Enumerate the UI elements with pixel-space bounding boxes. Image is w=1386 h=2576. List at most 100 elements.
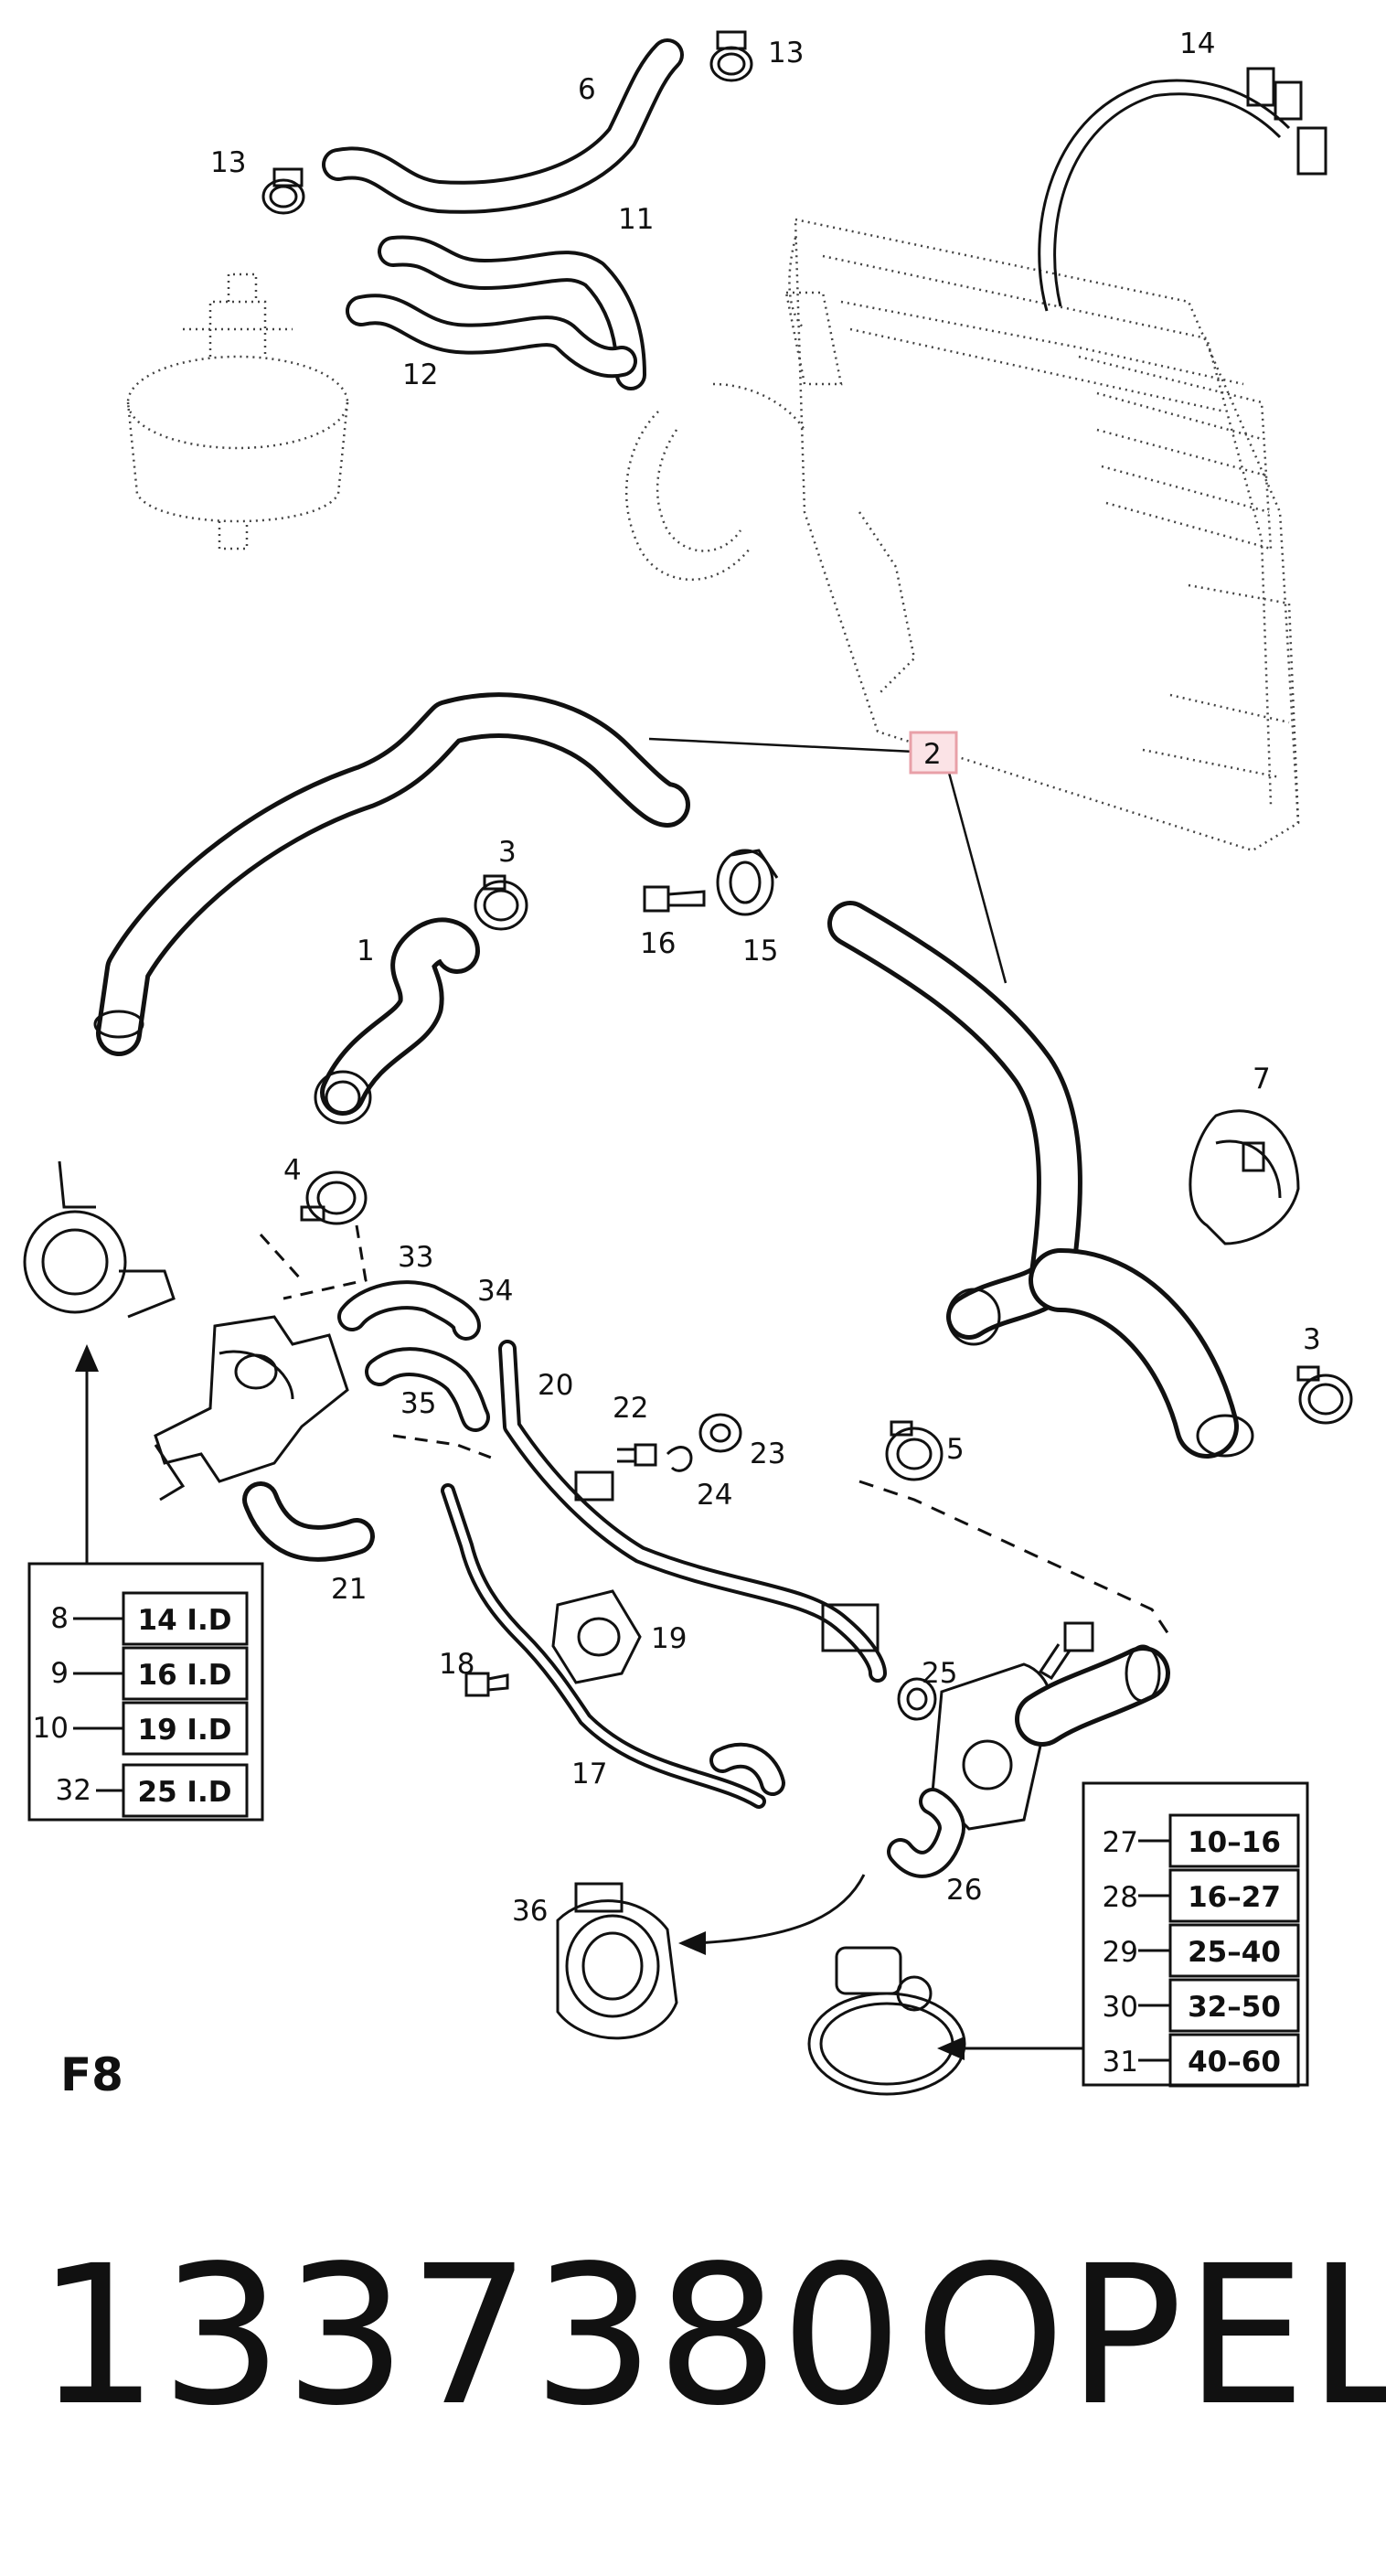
dash-line-5 bbox=[858, 1480, 1172, 1638]
callout-18: 18 bbox=[439, 1648, 474, 1681]
bolt-16 bbox=[643, 885, 706, 913]
figure-code: F8 bbox=[60, 2048, 123, 2101]
arrow-clamp-36 bbox=[678, 1874, 866, 1955]
callout-33: 33 bbox=[398, 1241, 433, 1274]
clip-24 bbox=[666, 1446, 693, 1472]
hose-clamp-13-left bbox=[261, 167, 305, 215]
left-size-table: 8 14 I.D 9 16 I.D 10 19 I.D 32 25 I.D bbox=[27, 1562, 264, 1822]
hose-clamp-36 bbox=[556, 1882, 678, 2040]
svg-text:16–27: 16–27 bbox=[1188, 1881, 1281, 1914]
callout-2-leaders bbox=[648, 737, 1008, 984]
svg-text:19 I.D: 19 I.D bbox=[138, 1714, 232, 1747]
callout-25: 25 bbox=[922, 1657, 957, 1690]
callout-13-left: 13 bbox=[210, 146, 246, 179]
svg-text:28: 28 bbox=[1103, 1881, 1138, 1914]
svg-text:30: 30 bbox=[1103, 1991, 1138, 2024]
hose-35 bbox=[365, 1347, 490, 1432]
radiator-hose-2-upper bbox=[93, 692, 690, 1056]
callout-2: 2 bbox=[923, 738, 942, 771]
radiator-hose-2-lower bbox=[827, 901, 1254, 1459]
svg-text:25–40: 25–40 bbox=[1188, 1936, 1281, 1969]
callout-20: 20 bbox=[538, 1369, 573, 1402]
svg-text:29: 29 bbox=[1103, 1936, 1138, 1969]
svg-text:8: 8 bbox=[50, 1602, 69, 1635]
hose-12 bbox=[346, 294, 637, 379]
hose-clamp-5 bbox=[885, 1420, 944, 1481]
callout-16: 16 bbox=[640, 927, 676, 960]
svg-text:31: 31 bbox=[1103, 2046, 1138, 2079]
bolt-22 bbox=[617, 1443, 657, 1467]
callout-35: 35 bbox=[400, 1387, 436, 1420]
dash-line-4 bbox=[259, 1224, 368, 1300]
callout-14: 14 bbox=[1179, 27, 1215, 60]
hose-33 bbox=[337, 1280, 481, 1341]
callout-24: 24 bbox=[697, 1479, 732, 1512]
svg-text:10–16: 10–16 bbox=[1188, 1826, 1281, 1859]
callout-19: 19 bbox=[651, 1622, 687, 1655]
svg-text:16 I.D: 16 I.D bbox=[138, 1659, 232, 1692]
callout-17: 17 bbox=[571, 1758, 607, 1790]
seal-25 bbox=[897, 1677, 937, 1721]
right-size-row-31: 31 40–60 bbox=[1103, 2033, 1300, 2088]
callout-22: 22 bbox=[613, 1392, 648, 1425]
radiator-outline bbox=[624, 218, 1300, 852]
svg-text:9: 9 bbox=[50, 1657, 69, 1690]
callout-36: 36 bbox=[512, 1895, 548, 1928]
outlet-fitting bbox=[931, 1621, 1170, 1831]
svg-text:32–50: 32–50 bbox=[1188, 1991, 1281, 2024]
right-size-row-27: 27 10–16 bbox=[1103, 1813, 1300, 1868]
callout-34: 34 bbox=[477, 1275, 513, 1308]
callout-13-right: 13 bbox=[768, 37, 804, 69]
worm-drive-clamp bbox=[807, 1946, 966, 2096]
pipe-20 bbox=[498, 1340, 887, 1683]
hose-clamp-3-upper bbox=[474, 874, 528, 931]
callout-4: 4 bbox=[283, 1154, 302, 1187]
hose-26 bbox=[887, 1788, 965, 1878]
expansion-tank-outline bbox=[126, 273, 349, 550]
callout-1: 1 bbox=[357, 935, 375, 967]
nut-23 bbox=[698, 1413, 742, 1453]
svg-text:14 I.D: 14 I.D bbox=[138, 1604, 232, 1637]
arrow-left-clamp bbox=[75, 1344, 99, 1564]
left-size-row-10: 10 19 I.D bbox=[33, 1701, 249, 1756]
left-size-row-32: 32 25 I.D bbox=[56, 1763, 249, 1818]
svg-text:10: 10 bbox=[33, 1712, 69, 1745]
callout-2-highlight bbox=[909, 731, 958, 775]
callout-3-upper: 3 bbox=[498, 836, 517, 869]
hose-clamp-13-right bbox=[709, 30, 753, 82]
callout-21: 21 bbox=[331, 1573, 367, 1606]
callout-11: 11 bbox=[618, 203, 654, 236]
callout-7: 7 bbox=[1253, 1063, 1271, 1096]
callout-5: 5 bbox=[946, 1433, 965, 1466]
callout-12: 12 bbox=[402, 358, 438, 391]
right-size-row-28: 28 16–27 bbox=[1103, 1868, 1300, 1923]
cooling-hose-exploded-diagram: 1 2 3 3 4 5 6 7 11 12 13 13 14 15 16 17 … bbox=[23, 27, 1353, 2096]
retaining-strap-14 bbox=[1038, 67, 1327, 312]
part-number: 1337380 bbox=[37, 2224, 905, 2448]
callout-6: 6 bbox=[578, 73, 596, 106]
callout-26: 26 bbox=[946, 1874, 982, 1907]
hose-21 bbox=[242, 1481, 375, 1562]
callout-15: 15 bbox=[742, 935, 778, 967]
right-size-row-30: 30 32–50 bbox=[1103, 1978, 1300, 2033]
hose-1 bbox=[314, 917, 480, 1125]
left-size-row-9: 9 16 I.D bbox=[50, 1646, 249, 1701]
left-size-row-8: 8 14 I.D bbox=[50, 1591, 249, 1646]
svg-text:32: 32 bbox=[56, 1774, 91, 1807]
pipe-17 bbox=[441, 1483, 785, 1809]
bolt-18 bbox=[464, 1672, 509, 1697]
hose-clamp-4 bbox=[300, 1170, 368, 1225]
thermostat-housing bbox=[154, 1315, 349, 1502]
arrow-worm-clamp bbox=[937, 2036, 1083, 2060]
hose-6 bbox=[322, 38, 684, 214]
clip-15 bbox=[716, 849, 779, 916]
hose-clamp-3-lower bbox=[1296, 1365, 1353, 1425]
svg-text:40–60: 40–60 bbox=[1188, 2046, 1281, 2079]
brand-name: OPEL bbox=[914, 2224, 1386, 2448]
dash-line-35 bbox=[392, 1434, 495, 1460]
callout-23: 23 bbox=[750, 1438, 785, 1470]
hose-11 bbox=[378, 235, 646, 390]
bracket-7 bbox=[1189, 1109, 1300, 1245]
right-size-table: 27 10–16 28 16–27 29 25–40 30 32–50 31 bbox=[1082, 1781, 1309, 2088]
callout-3-lower: 3 bbox=[1303, 1323, 1321, 1356]
